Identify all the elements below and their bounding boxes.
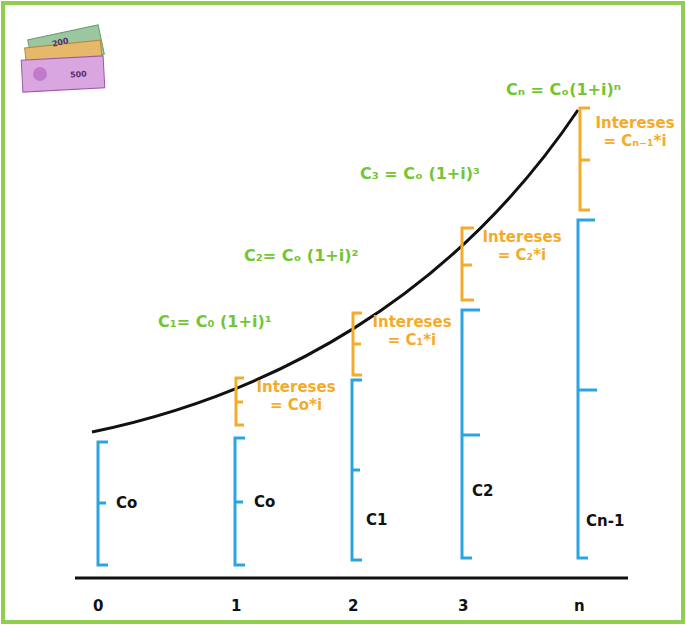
time-axis bbox=[75, 577, 628, 580]
growth-curve bbox=[92, 110, 578, 432]
capital-label: Cn-1 bbox=[586, 512, 624, 530]
formula: C₁= C₀ (1+i)¹ bbox=[158, 312, 272, 331]
frame bbox=[3, 3, 683, 622]
interest-brackets bbox=[236, 108, 590, 425]
interest-label: Intereses = Cₙ₋₁*i bbox=[590, 114, 680, 150]
capital-brackets bbox=[98, 220, 597, 565]
interest-label: Intereses = Co*i bbox=[248, 378, 344, 414]
banknotes-icon bbox=[21, 25, 105, 92]
period-number: 0 bbox=[93, 597, 103, 615]
interest-label: Intereses = C₂*i bbox=[474, 228, 570, 264]
banknote-value: 200 bbox=[51, 36, 69, 49]
period-number: n bbox=[574, 597, 585, 615]
period-number: 3 bbox=[458, 597, 468, 615]
period-number: 1 bbox=[231, 597, 241, 615]
interest-label: Intereses = C₁*i bbox=[364, 313, 460, 349]
formula: C₃ = Cₒ (1+i)³ bbox=[360, 164, 480, 183]
period-number: 2 bbox=[348, 597, 358, 615]
capital-label: C1 bbox=[366, 511, 387, 529]
capital-label: Co bbox=[254, 493, 275, 511]
formula: Cₙ = Cₒ(1+i)ⁿ bbox=[506, 80, 621, 99]
capital-label: C2 bbox=[472, 482, 493, 500]
capital-label: Co bbox=[116, 494, 137, 512]
formula: C₂= Cₒ (1+i)² bbox=[244, 246, 359, 265]
banknote-value: 500 bbox=[70, 70, 87, 80]
